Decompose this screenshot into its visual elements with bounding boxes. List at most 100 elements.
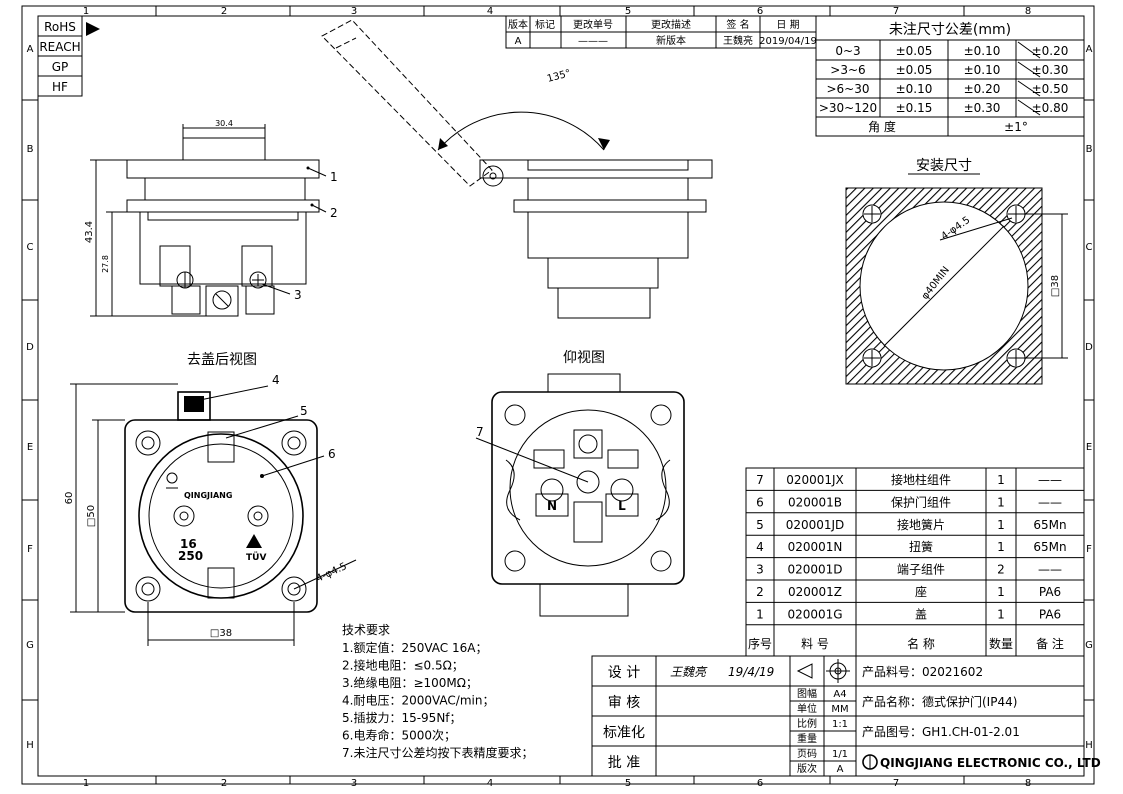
dim-body-square: □50 [86, 505, 97, 527]
callout-5: 5 [300, 404, 308, 418]
tech-line: 3.绝缘电阻：≥100MΩ； [342, 675, 478, 690]
bom-cell: —— [1038, 563, 1062, 577]
rev-header-mark: 标记 [535, 19, 555, 31]
company-name: QINGJIANG ELECTRONIC CO., LTD [880, 756, 1101, 770]
dim-base-square: □38 [210, 628, 232, 639]
small-label: 版次 [797, 762, 817, 775]
small-label: 比例 [797, 717, 817, 730]
bom-cell: —— [1038, 473, 1062, 487]
cert-reach: REACH [39, 40, 80, 54]
zone-row-right: F [1086, 544, 1092, 555]
dim-height-inner: 27.8 [101, 255, 110, 273]
tolerance-angle-label: 角 度 [868, 119, 896, 134]
bom-cell: 020001D [787, 563, 842, 577]
bom-cell: 扭簧 [909, 539, 933, 554]
bom-cell: PA6 [1039, 607, 1061, 621]
tolerance-cell: >3~6 [830, 63, 865, 77]
zone-row-left: H [26, 740, 34, 751]
zone-col-bottom: 4 [487, 778, 493, 789]
bom-cell: 1 [997, 495, 1005, 509]
part-name: 产品名称：德式保护门(IP44) [862, 694, 1017, 709]
open-lid-view: 135° [321, 19, 713, 319]
bom-cell: 020001B [788, 495, 842, 509]
zone-row-left: G [26, 640, 34, 651]
zone-col-bottom: 8 [1025, 778, 1031, 789]
zone-row-right: D [1085, 342, 1093, 353]
rev-header-date: 日 期 [776, 19, 799, 31]
role-label: 批 准 [608, 755, 640, 771]
bom-cell: 端子组件 [897, 563, 945, 577]
bom-cell: 1 [756, 607, 764, 621]
rev-header-version: 版本 [508, 18, 528, 31]
dim-width-top: 30.4 [215, 119, 233, 128]
bom-header: 备 注 [1036, 636, 1064, 651]
bom-cell: 020001JX [786, 473, 844, 487]
design-date: 19/4/19 [728, 665, 774, 679]
callout-6: 6 [328, 447, 336, 461]
pin-n-label: N [547, 499, 557, 513]
zone-col-top: 8 [1025, 6, 1031, 17]
zone-col-bottom: 2 [221, 778, 227, 789]
zone-col-bottom: 1 [83, 778, 89, 789]
zone-row-right: E [1086, 442, 1092, 453]
bom-header: 名 称 [907, 636, 935, 651]
rev-header-order: 更改单号 [573, 18, 613, 31]
side-view: 30.4 43.4 27.8 1 2 3 [84, 119, 338, 317]
bom-header: 序号 [748, 636, 772, 651]
mounting-view: 安装尺寸 4-φ4.5 φ40MIN □38 [845, 158, 1068, 385]
tolerance-cell: ±0.80 [1032, 101, 1069, 115]
projection-symbol-icon [796, 659, 850, 683]
zone-row-right: H [1085, 740, 1093, 751]
tolerance-cell: ±0.30 [1032, 63, 1069, 77]
zone-row-right: G [1085, 640, 1093, 651]
callout-1: 1 [330, 170, 338, 184]
bom-cell: 65Mn [1033, 540, 1066, 554]
zone-col-top: 6 [757, 6, 763, 17]
zone-row-right: A [1086, 44, 1093, 55]
bom-cell: 座 [915, 584, 927, 599]
small-label: 单位 [797, 702, 817, 715]
bottom-view-title: 仰视图 [563, 350, 605, 366]
bom-cell: 1 [997, 518, 1005, 532]
tech-line: 4.耐电压：2000VAC/min； [342, 694, 494, 708]
rev-version: A [515, 36, 522, 47]
zone-col-top: 1 [83, 6, 89, 17]
bom-cell: 接地簧片 [897, 517, 945, 532]
role-label: 设 计 [608, 665, 640, 681]
bom-header: 数量 [989, 636, 1013, 651]
dim-mount-square: □38 [1050, 275, 1061, 297]
zone-col-bottom: 5 [625, 778, 631, 789]
zone-col-bottom: 7 [893, 778, 899, 789]
callout-7: 7 [476, 425, 484, 439]
tolerance-cell: ±0.50 [1032, 82, 1069, 96]
rev-signer: 王魏亮 [723, 34, 753, 47]
tolerance-cell: ±0.05 [896, 63, 933, 77]
tolerance-cell: ±0.15 [896, 101, 933, 115]
tech-line: 2.接地电阻：≤0.5Ω； [342, 658, 464, 673]
tolerance-cell: >6~30 [826, 82, 869, 96]
bom-cell: 2 [756, 585, 764, 599]
small-label: 重量 [797, 732, 817, 745]
dim-body-height: 60 [64, 492, 75, 505]
bom-cell: 6 [756, 495, 764, 509]
cert-hf: HF [52, 80, 68, 94]
tolerance-table: 未注尺寸公差(mm) 0~3±0.05±0.10±0.20>3~6±0.05±0… [815, 15, 1085, 137]
certification-boxes: RoHS REACH GP HF [37, 15, 100, 97]
technical-requirements: 技术要求 1.额定值：250VAC 16A；2.接地电阻：≤0.5Ω；3.绝缘电… [342, 623, 533, 760]
small-label: 页码 [797, 748, 817, 760]
face-rating-v: 250 [178, 549, 203, 563]
zone-col-top: 5 [625, 6, 631, 17]
pin-l-label: L [618, 499, 626, 513]
zone-row-left: E [27, 442, 33, 453]
face-rating-a: 16 [180, 537, 197, 551]
role-label: 审 核 [608, 695, 640, 711]
bom-cell: 保护门组件 [891, 494, 951, 509]
bom-cell: 1 [997, 585, 1005, 599]
zone-row-left: F [27, 544, 33, 555]
bottom-view: 仰视图 N L 7 [475, 350, 685, 617]
revision-table: 版本 标记 更改单号 更改描述 签 名 日 期 A ——— 新版本 王魏亮 20… [505, 15, 817, 49]
zone-col-top: 3 [351, 6, 357, 17]
tech-line: 1.额定值：250VAC 16A； [342, 640, 487, 655]
